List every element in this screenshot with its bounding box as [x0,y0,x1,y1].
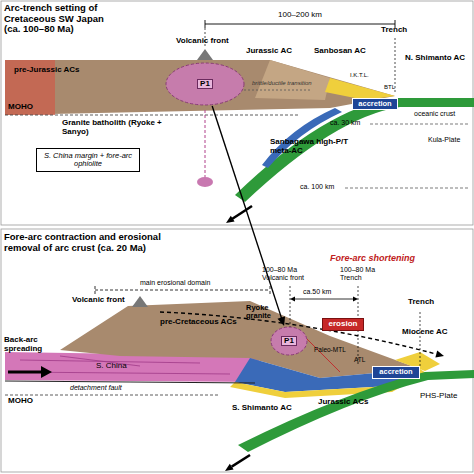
depth-line [345,188,470,189]
magma-blob: P1 [165,62,245,106]
annotation-label: Sanbosan AC [314,47,366,56]
sanbosan-ac-area [325,78,395,100]
annotation-label: ca. 100 km [300,183,334,191]
marker-line [290,286,420,366]
annotation-label: I.K.T.L. [350,72,369,79]
annotation-label: oceanic crust [414,110,455,118]
annotation-label: Fore-arc contraction and erosional remov… [4,232,164,253]
annotation-label: main erosional domain [140,279,210,287]
annotation-label: Ryoke granite [246,304,290,321]
brittle-ductile-line [240,90,310,91]
node-text: P1 [197,79,213,90]
accretion-box: accretion [372,366,420,379]
annotation-label: Kula-Plate [428,136,460,144]
annotation-label: Trench [408,298,434,307]
moho-line [5,395,220,396]
arrow-head [290,297,295,302]
detachment-line [5,381,255,383]
annotation-label: Granite batholith (Ryoke + Sanyo) [62,119,162,137]
annotation-label: S. Shimanto AC [232,404,292,413]
blob-shape [271,327,307,355]
annotation-label: pre-Jurassic ACs [14,66,80,75]
annotation-label: brittle/ductile transition [252,80,312,87]
annotation-label: ATL [354,356,365,363]
node-text-wrap: P1 [165,62,245,106]
annotation-label: ca. 30 km [330,119,360,127]
annotation-label: Volcanic front [72,296,125,305]
arrow-head [41,366,52,378]
annotation-label: 100–80 Ma Trench [340,266,382,282]
annotation-label: N. Shimanto AC [405,54,465,63]
annotation-label: Volcanic front [176,37,229,46]
arrow-head [226,216,235,223]
arrow-head [435,351,444,358]
annotation-label: Miocene AC [402,328,448,337]
connector-line [212,106,281,318]
annotation-label: Fore-arc shortening [330,253,415,263]
subduction-arrow [232,455,250,467]
node-text-wrap: accretion [353,99,397,109]
annotation-label: Jurassic AC [246,47,292,56]
node-text: S. China margin + fore-arc ophiolite [37,152,139,169]
moho-line [5,115,300,116]
note-box: S. China margin + fore-arc ophiolite [36,148,140,172]
magma-blob: P1 [270,326,308,356]
annotation-label: Jurassic ACs [318,398,368,407]
node-text: P1 [281,336,297,347]
annotation-label: MOHO [8,397,33,406]
node-text-wrap: erosion [323,319,363,330]
blob-shape [166,63,244,105]
connector-arrow [212,106,285,326]
arc-crust [5,60,395,115]
annotation-label: pre-Cretaceous ACs [160,318,237,327]
volcano-symbol [132,296,148,307]
domain-bracket [95,286,270,294]
annotation-label: Arc-trench setting of Cretaceous SW Japa… [4,3,116,35]
erosion-box: erosion [322,318,364,331]
node-text-wrap: S. China margin + fore-arc ophiolite [37,149,139,171]
accretion-box: accretion [352,98,398,110]
annotation-label: 100–80 Ma Volcanic front [262,266,312,282]
annotation-label: BTL [384,84,395,91]
annotation-label: Paleo-MTL [314,346,346,353]
annotation-label: Back-arc spreading [4,336,54,354]
node-text: accretion [358,100,391,108]
annotation-label: PHS-Plate [420,392,457,401]
volcano-symbol [197,49,213,60]
node-text-wrap: P1 [270,326,308,356]
oceanic-plate [235,98,474,202]
node-text: erosion [329,320,358,329]
annotation-label: MOHO [8,103,33,112]
arrow-head [353,297,358,302]
node-text: accretion [379,368,412,376]
annotation-label: S. China [96,362,127,371]
depth-line [370,124,470,125]
annotation-label: Trench [381,26,407,35]
erosion-arrow [160,312,436,354]
annotation-label: ca.50 km [303,288,331,296]
panel-frame [1,229,473,472]
annotation-label: 100–200 km [278,11,322,20]
distance-bracket [205,20,395,28]
panel-frame [1,1,473,225]
annotation-label: Sanbagawa high-P/T meta-AC [270,138,358,156]
arrow-head [277,316,285,326]
annotation-label: detachment fault [70,384,122,392]
node-text-wrap: accretion [373,367,419,378]
distance-line [294,299,354,300]
melt-source [197,177,213,187]
arc-crust [60,301,420,378]
magma-path [205,110,206,178]
subduction-arrow [232,206,252,219]
arrow-head [225,464,234,471]
spreading-arrow [8,371,42,374]
